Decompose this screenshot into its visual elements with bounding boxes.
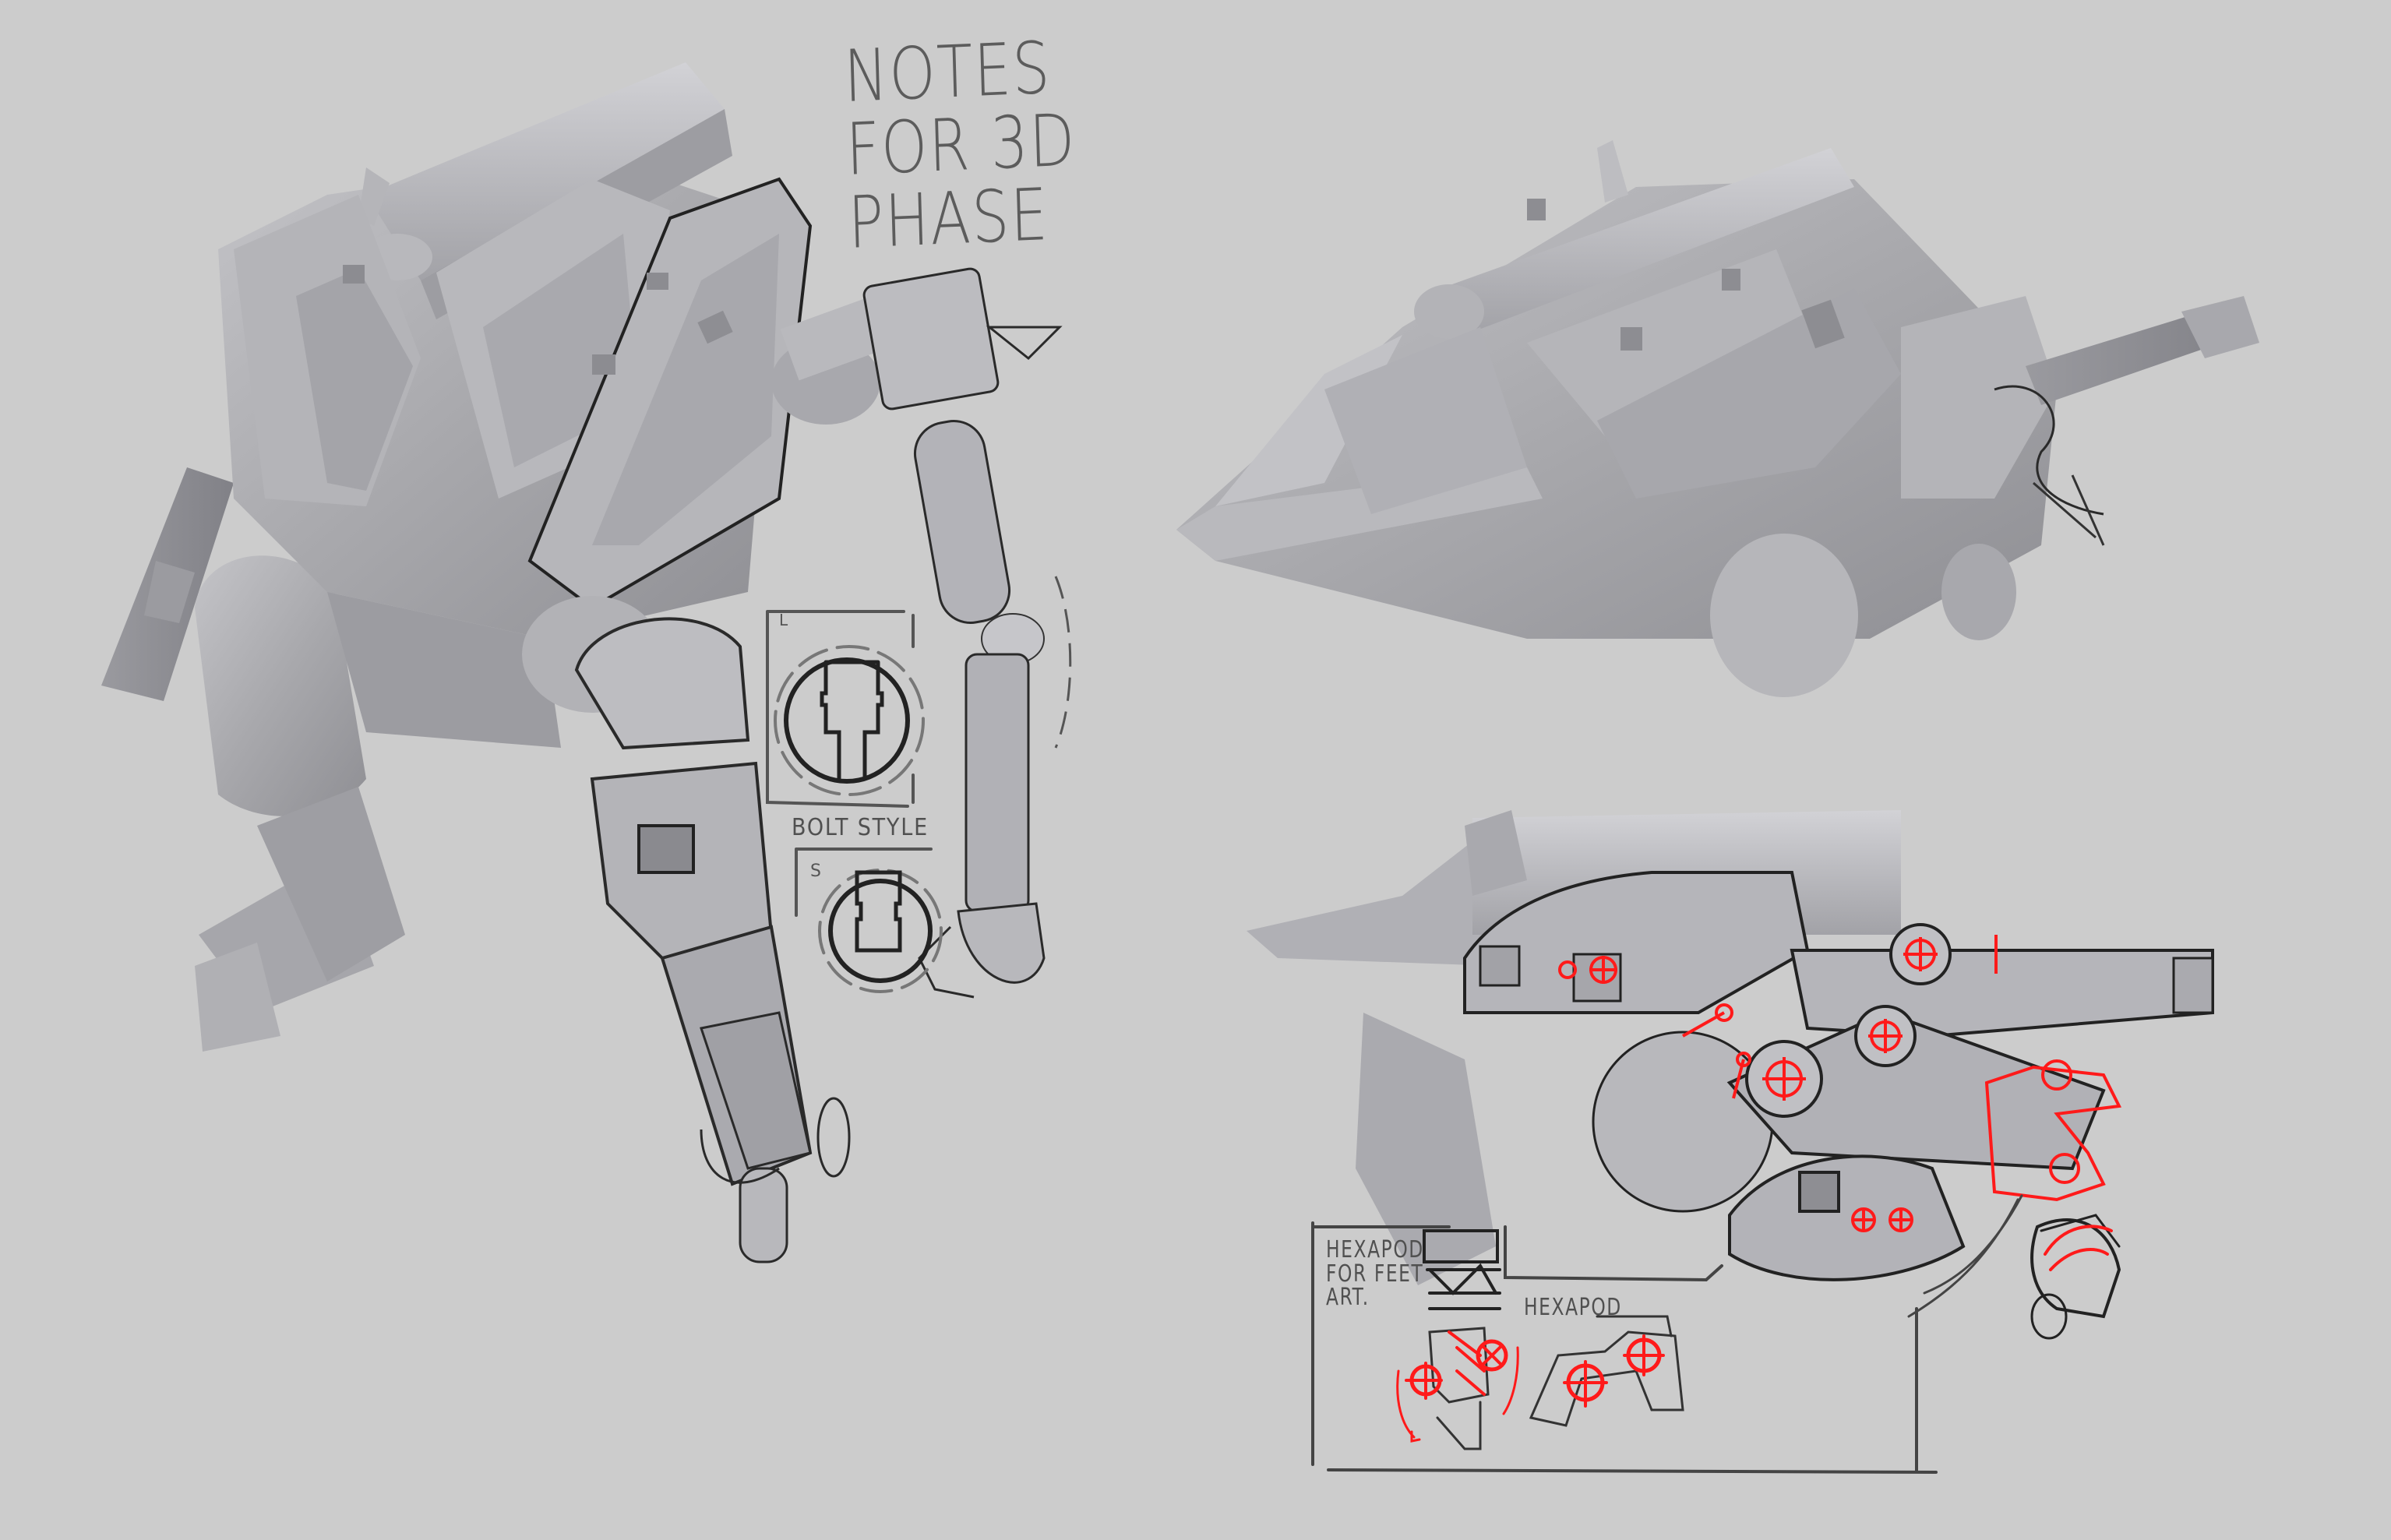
hexapod-diagram-label: HEXAPOD	[1524, 1294, 1622, 1321]
redline-markup	[1558, 935, 2122, 1232]
mech-side-render-redlined	[1247, 810, 2214, 1285]
bolt-style-diagram	[766, 610, 943, 993]
bolt-style-label: BOLT STYLE	[792, 814, 929, 841]
foot-sketch	[1907, 1194, 2121, 1340]
bolt-large-variant-label: L	[779, 611, 790, 629]
hexapod-feet-note: HEXAPOD FOR FEET ART.	[1326, 1236, 1424, 1312]
notes-title: NOTES FOR 3D PHASE	[842, 26, 1077, 265]
hexapod-feet-sketch-box	[1311, 1221, 1938, 1474]
mech-top-three-quarter-render	[1176, 140, 2259, 697]
mech-front-three-quarter-render	[101, 62, 1072, 1263]
bolt-small-variant-label: S	[810, 862, 823, 881]
